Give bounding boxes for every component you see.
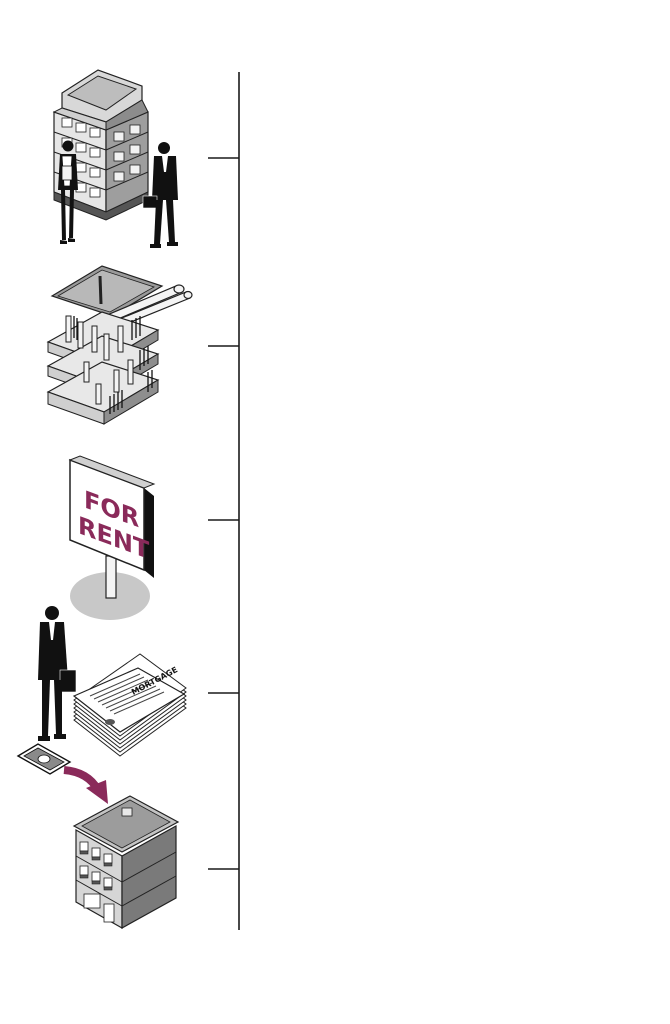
money-bill-icon	[16, 743, 72, 775]
small-building-icon	[72, 795, 180, 930]
office-building-icon	[52, 69, 149, 221]
businesswoman-icon	[58, 140, 78, 244]
blueprint-structure-icon	[46, 265, 193, 425]
mortgage-documents-icon: MORTGAGE	[72, 653, 187, 757]
buyer-person-icon	[38, 606, 77, 741]
transfer-arrow-icon	[63, 766, 108, 804]
document-seal	[105, 719, 115, 725]
for-rent-sign-icon: FOR RENT	[68, 455, 156, 620]
businessman-icon	[142, 142, 178, 248]
